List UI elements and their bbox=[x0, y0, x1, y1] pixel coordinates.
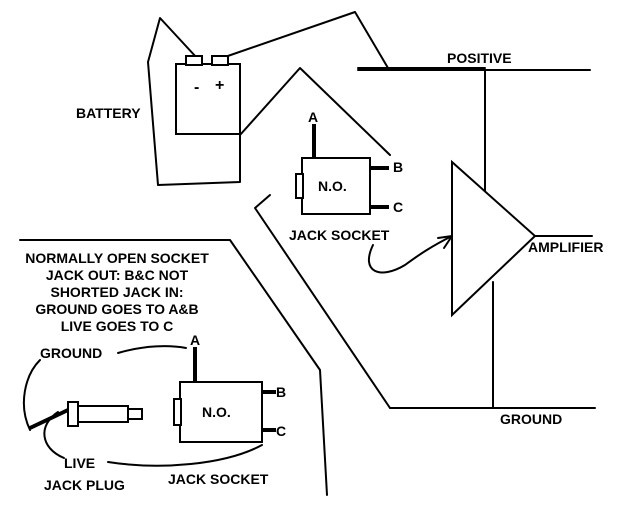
note-line-5: LIVE GOES TO C bbox=[61, 318, 174, 334]
ground-lower-label: GROUND bbox=[40, 345, 102, 361]
jack-socket-upper-b-label: B bbox=[393, 159, 403, 175]
battery: - + bbox=[175, 55, 241, 135]
jack-socket-lower-a-label: A bbox=[190, 332, 200, 348]
amplifier-triangle bbox=[451, 159, 537, 318]
battery-label: BATTERY bbox=[76, 105, 141, 121]
jack-socket-upper-no-label: N.O. bbox=[318, 178, 347, 194]
enclosure-upper-wire bbox=[239, 67, 391, 156]
jack-plug-tip bbox=[127, 408, 143, 420]
note-line-2: JACK OUT: B&C NOT bbox=[46, 267, 189, 283]
note-line-1: NORMALLY OPEN SOCKET bbox=[25, 250, 209, 266]
enclosure-left-wire bbox=[19, 239, 328, 496]
battery-minus-label: - bbox=[194, 79, 199, 96]
jack-socket-upper-body bbox=[301, 157, 371, 215]
jack-plug-collar bbox=[67, 401, 79, 427]
jack-socket-lower-b-label: B bbox=[276, 384, 286, 400]
jack-socket-lower-body bbox=[179, 381, 263, 443]
battery-body bbox=[175, 63, 241, 135]
jack-socket-lower-label: JACK SOCKET bbox=[168, 471, 269, 487]
jack-socket-upper-tab bbox=[295, 173, 304, 199]
live-label: LIVE bbox=[64, 455, 95, 471]
jack-plug-label: JACK PLUG bbox=[44, 477, 125, 493]
signal-input-wire bbox=[367, 235, 453, 274]
live-lower-wire-left bbox=[43, 411, 65, 459]
jack-socket-upper: N.O. A B C bbox=[295, 109, 403, 215]
live-lower-wire-right bbox=[107, 444, 263, 467]
jack-socket-upper-c-label: C bbox=[393, 199, 403, 215]
jack-socket-lower-no-label: N.O. bbox=[202, 404, 231, 420]
battery-plus-label: + bbox=[215, 77, 224, 94]
note-line-4: GROUND GOES TO A&B bbox=[35, 301, 198, 317]
positive-label: POSITIVE bbox=[447, 50, 512, 66]
enclosure-lower-wire bbox=[254, 194, 391, 409]
jack-socket-lower: N.O. A B C bbox=[173, 332, 286, 443]
ground-lower-wire-left bbox=[22, 359, 41, 431]
note-text: NORMALLY OPEN SOCKET JACK OUT: B&C NOT S… bbox=[25, 250, 209, 334]
battery-terminal-plus bbox=[211, 55, 229, 66]
amplifier-label: AMPLIFIER bbox=[528, 239, 603, 255]
jack-socket-lower-tab bbox=[173, 398, 182, 426]
signal-input-arrowhead bbox=[437, 235, 453, 249]
ground-lower-wire-right bbox=[117, 345, 187, 354]
battery-terminal-minus bbox=[185, 55, 203, 66]
jack-socket-upper-a-label: A bbox=[308, 109, 318, 125]
battery-left-wire bbox=[147, 17, 241, 186]
battery-enclosure-wire bbox=[221, 11, 486, 69]
ground-rail-label: GROUND bbox=[500, 411, 562, 427]
jack-plug bbox=[29, 401, 143, 430]
jack-socket-upper-label: JACK SOCKET bbox=[289, 227, 390, 243]
note-line-3: SHORTED JACK IN: bbox=[50, 284, 183, 300]
jack-socket-lower-c-label: C bbox=[276, 423, 286, 439]
jack-plug-barrel bbox=[77, 405, 129, 423]
